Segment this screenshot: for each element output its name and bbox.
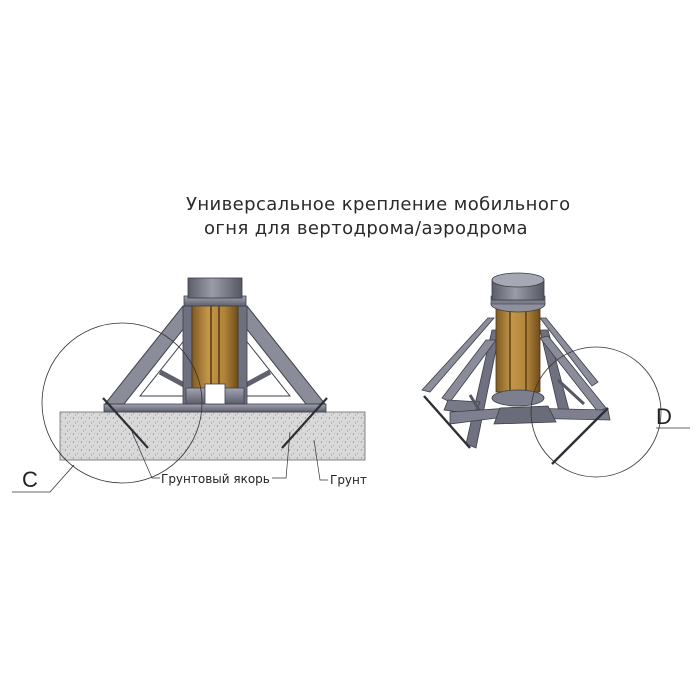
detail-c-leader	[12, 464, 75, 493]
right-bracket	[237, 305, 327, 405]
ground-label: Грунт	[330, 473, 367, 487]
spike-right	[551, 407, 609, 465]
wood-post	[191, 301, 239, 391]
perspective-view: D	[421, 272, 690, 478]
ground-anchor-label: Грунтовый якорь	[161, 472, 270, 486]
ground-anchor-leader-2	[272, 431, 291, 479]
detail-circle-c	[41, 322, 203, 484]
leg-back-left	[421, 317, 495, 393]
leg-back-right	[539, 317, 599, 387]
spike-left	[423, 395, 471, 449]
detail-d-letter: D	[656, 404, 672, 429]
ground-leader	[313, 439, 328, 481]
lamp-cap-top	[491, 272, 545, 288]
detail-circle-d	[530, 346, 662, 478]
lamp-cap	[187, 277, 243, 299]
side-view: C Грунтовый якорь Грунт	[12, 277, 367, 493]
detail-c-letter: C	[22, 467, 38, 492]
title-line-2: огня для вертодрома/аэродрома	[204, 218, 528, 239]
soil-slab	[59, 411, 366, 461]
lower-ring-3d	[491, 389, 545, 407]
base-plate	[103, 403, 327, 413]
ground-anchor-leader	[131, 431, 160, 479]
ground-anchor-left	[102, 397, 149, 449]
title-line-1: Универсальное крепление мобильного	[186, 194, 571, 215]
wood-post-3d	[495, 303, 541, 393]
left-bracket	[103, 305, 193, 405]
